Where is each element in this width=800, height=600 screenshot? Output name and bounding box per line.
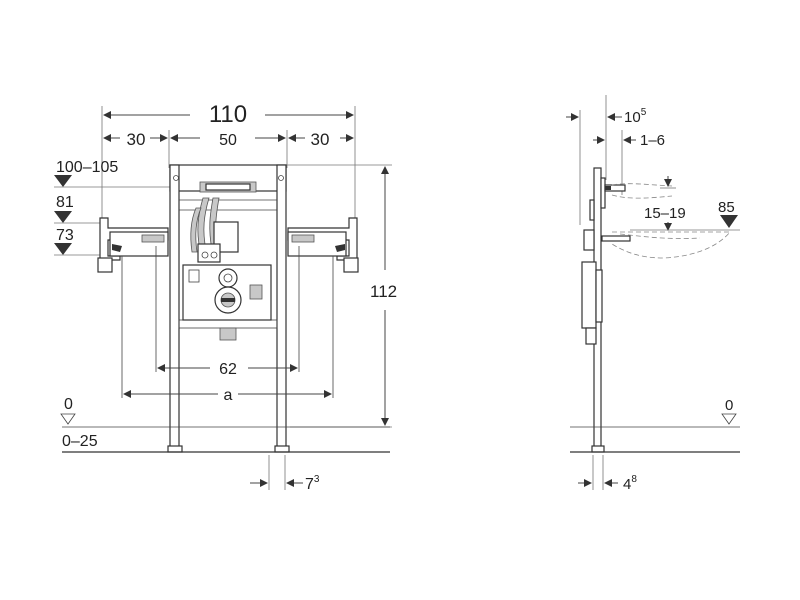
height-85-label: 85 — [718, 199, 735, 216]
dim-left-bracket: 30 — [127, 130, 146, 149]
dim-depth-label: 105 — [624, 107, 647, 126]
side-view: 105 1–6 15–19 85 — [566, 95, 740, 493]
right-wall-bracket — [287, 217, 359, 398]
dim-a: a — [224, 387, 233, 404]
drain-box — [182, 264, 272, 341]
height-100-105-label: 100–105 — [56, 159, 118, 176]
dim-62: 62 — [219, 361, 237, 378]
side-foot-width-label: 48 — [623, 474, 637, 493]
side-frame — [581, 167, 631, 453]
height-73-marker — [54, 243, 72, 255]
width-dimensions — [101, 106, 356, 232]
front-view: 110 30 50 30 100–105 81 73 112 — [54, 101, 397, 493]
dim-frame-width: 50 — [219, 132, 237, 149]
dim-right-bracket: 30 — [311, 130, 330, 149]
dim-outlet-offset: 1–6 — [640, 132, 665, 149]
basin-outline — [611, 183, 731, 259]
foot-width-label: 73 — [305, 474, 320, 493]
mixer-box — [197, 221, 239, 263]
height-100-105-marker — [54, 175, 72, 187]
height-73-label: 73 — [56, 227, 74, 244]
side-floor-level-label: 0 — [725, 397, 733, 414]
dim-frame-height: 112 — [370, 282, 397, 301]
floor-range-label: 0–25 — [62, 433, 98, 450]
mounting-frame — [167, 164, 290, 453]
height-81-marker — [54, 211, 72, 223]
dim-total-width: 110 — [209, 101, 247, 128]
dim-basin-depth: 15–19 — [644, 205, 686, 222]
floor-level-0-label: 0 — [64, 396, 73, 413]
left-wall-bracket — [97, 217, 169, 398]
floor-level-0-marker — [60, 413, 76, 425]
height-85-marker — [720, 215, 738, 228]
height-81-label: 81 — [56, 194, 74, 211]
side-floor-level-marker — [721, 413, 737, 425]
